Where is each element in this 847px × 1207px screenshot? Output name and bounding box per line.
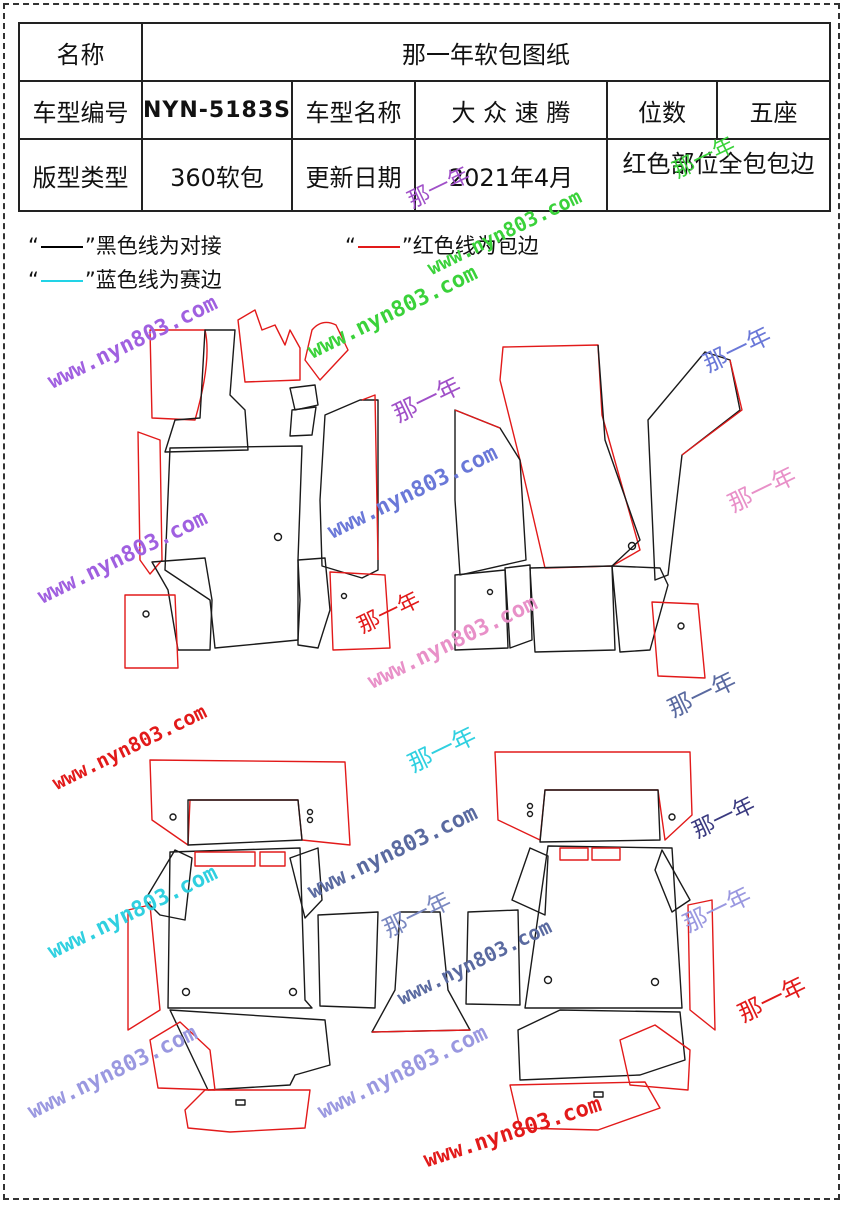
fr-lower-right-corner bbox=[651, 601, 706, 679]
fr-side-arm-edge bbox=[681, 359, 743, 456]
rc-side-piece bbox=[465, 909, 521, 1006]
rl-hole-1 bbox=[169, 813, 177, 821]
fl-side-strip-left bbox=[137, 431, 163, 575]
seats-value: 五座 bbox=[716, 80, 831, 140]
fr-lower-mid bbox=[504, 564, 533, 649]
rr-lower-right-edge bbox=[619, 1024, 691, 1091]
rr-right-wing bbox=[654, 849, 691, 913]
update-label: 更新日期 bbox=[291, 138, 416, 212]
model-name-value: 大 众 速 腾 bbox=[414, 80, 608, 140]
fl-top-right-flap bbox=[304, 321, 349, 381]
rc-tunnel-piece bbox=[371, 911, 471, 1033]
rc-tunnel-edge bbox=[371, 1029, 471, 1033]
fl-lower-left-flap bbox=[151, 557, 213, 651]
fr-left-strip bbox=[454, 409, 527, 576]
model-name-label: 车型名称 bbox=[291, 80, 416, 140]
rl-lower-panel bbox=[169, 1009, 331, 1091]
fl-small-bracket-2 bbox=[289, 406, 317, 437]
rr-right-strip bbox=[687, 899, 716, 1031]
fl-hole-3 bbox=[340, 592, 348, 600]
fl-hole-2 bbox=[142, 610, 150, 618]
type-label: 版型类型 bbox=[18, 138, 143, 212]
note-cell: 红色部位全包包边 bbox=[606, 138, 831, 212]
type-value: 360软包 bbox=[141, 138, 293, 212]
fl-small-bracket-1 bbox=[289, 384, 319, 411]
model-code-value: NYN-5183S bbox=[141, 80, 293, 140]
fl-tunnel-strip bbox=[319, 399, 379, 579]
fr-side-arm bbox=[647, 351, 741, 581]
rear-left-pattern bbox=[127, 759, 379, 1133]
model-code-label: 车型编号 bbox=[18, 80, 143, 140]
black-line-swatch bbox=[40, 246, 83, 248]
fr-hole-3 bbox=[677, 622, 685, 630]
rr-hole-5 bbox=[650, 977, 660, 987]
cyan-line-swatch bbox=[40, 280, 83, 282]
fr-top-main-black bbox=[597, 344, 641, 567]
rl-lower-left-edge bbox=[149, 1021, 216, 1091]
update-value: 2021年4月 bbox=[414, 138, 608, 212]
fl-main-body bbox=[164, 445, 303, 649]
front-left-pattern bbox=[124, 309, 391, 669]
rr-bottom-piece bbox=[509, 1081, 661, 1131]
rr-top-panel bbox=[494, 751, 693, 841]
fr-lower-main bbox=[529, 565, 616, 653]
rr-top-inner bbox=[539, 789, 661, 843]
fl-lower-right-piece bbox=[329, 571, 391, 651]
rl-right-block bbox=[317, 911, 379, 1009]
red-line-swatch bbox=[357, 246, 400, 248]
rl-slot bbox=[235, 1099, 246, 1106]
name-value: 那一年软包图纸 bbox=[141, 22, 831, 82]
fr-hole-2 bbox=[486, 588, 494, 596]
fr-hole-1 bbox=[627, 541, 637, 551]
rl-left-wing bbox=[144, 849, 193, 921]
rr-main-body bbox=[524, 845, 683, 1009]
legend-black: “”黑色线为对接 bbox=[28, 234, 222, 258]
rr-hole-3 bbox=[668, 813, 676, 821]
rl-hole-3 bbox=[306, 816, 314, 824]
rr-lower-panel bbox=[517, 1009, 686, 1081]
rl-hole-2 bbox=[306, 808, 314, 816]
fl-top-flap bbox=[237, 309, 301, 383]
rr-hole-1 bbox=[526, 802, 534, 810]
rl-main-body bbox=[167, 847, 313, 1009]
rl-top-tabs bbox=[194, 851, 286, 867]
fr-lower-left bbox=[454, 569, 509, 651]
rr-hole-4 bbox=[543, 975, 553, 985]
fr-left-strip-edge bbox=[454, 409, 501, 429]
rl-hole-4 bbox=[181, 987, 191, 997]
rr-slot bbox=[593, 1091, 604, 1098]
spec-table: 名称 那一年软包图纸 车型编号 NYN-5183S 车型名称 大 众 速 腾 位… bbox=[18, 22, 831, 212]
fl-top-center-piece bbox=[164, 329, 249, 453]
seats-label: 位数 bbox=[606, 80, 718, 140]
fl-heel-piece bbox=[124, 594, 179, 669]
rl-top-panel bbox=[149, 759, 351, 846]
rl-left-strip bbox=[127, 904, 161, 1031]
rl-hole-5 bbox=[288, 987, 298, 997]
legend-cyan: “”蓝色线为赛边 bbox=[28, 268, 222, 292]
front-right-pattern bbox=[454, 344, 743, 679]
rear-right-pattern bbox=[494, 751, 716, 1131]
fl-lower-center-piece bbox=[297, 557, 331, 649]
rr-hole-2 bbox=[526, 810, 534, 818]
fr-top-main bbox=[499, 344, 641, 569]
name-label: 名称 bbox=[18, 22, 143, 82]
rr-left-wing bbox=[511, 847, 549, 916]
fl-tunnel-edge bbox=[361, 394, 379, 561]
fl-top-left-piece bbox=[149, 329, 208, 421]
rl-right-wing bbox=[289, 847, 323, 919]
fl-hole-1 bbox=[273, 532, 283, 542]
fr-lower-side bbox=[611, 565, 669, 653]
rl-bottom-piece bbox=[184, 1089, 311, 1133]
rear-center-pattern bbox=[371, 909, 521, 1033]
rr-top-tabs bbox=[559, 847, 621, 861]
page-frame bbox=[3, 3, 840, 1200]
rl-top-inner bbox=[187, 799, 303, 846]
legend-red: “”红色线为包边 bbox=[345, 234, 539, 258]
